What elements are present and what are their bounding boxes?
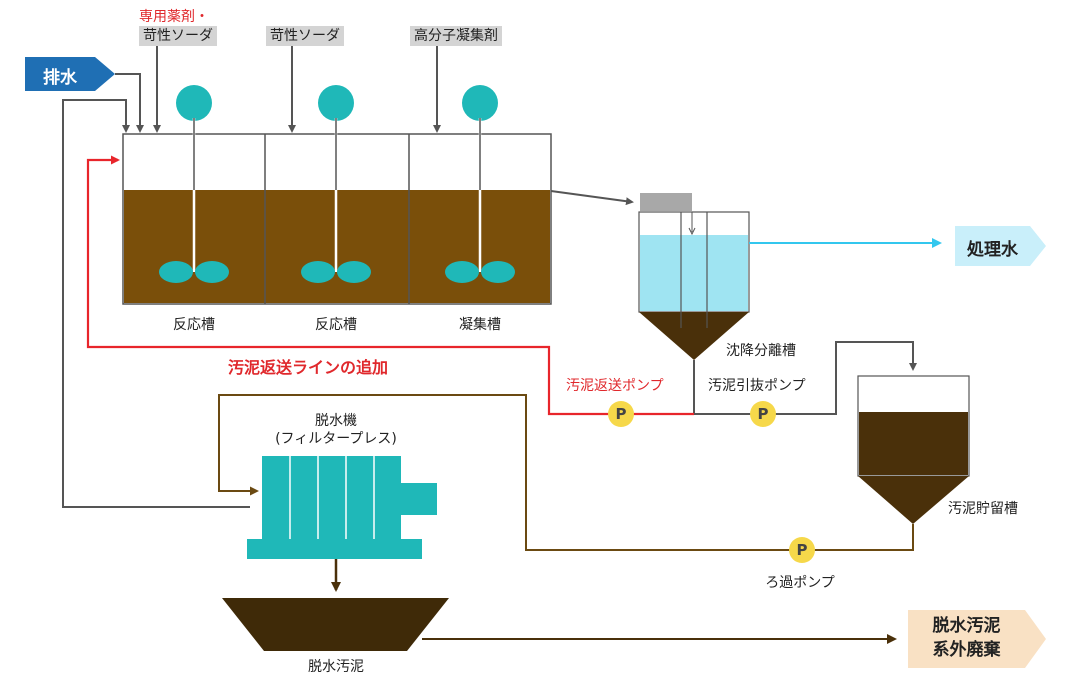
treated-water-label: 処理水 [967,240,1018,260]
wastewater-label: 排水 [43,68,77,88]
disposal-line1: 脱水汚泥 [932,616,1001,636]
dewatering-machine-label: 脱水機 (フィルタープレス) [275,412,397,448]
wastewater-inflow-tag [25,57,115,91]
coagulation-to-settler-line [550,190,634,206]
reaction-tank-1-label: 反応槽 [173,317,215,333]
pump-symbol-return: P [615,405,627,423]
sludge-extraction-pump-label: 汚泥引抜ポンプ [708,378,806,394]
pump-symbol-extraction: P [757,405,769,423]
sludge-return-pump-label: 汚泥返送ポンプ [566,378,664,394]
filtration-line [218,394,914,551]
sedimentation-tank [638,193,750,360]
sludge-return-line [86,155,694,416]
dewatered-sludge-hopper [222,598,449,651]
filter-press [247,456,437,559]
agitator-3 [445,85,515,283]
special-chemical-label: 専用薬剤・ 苛性ソーダ [139,8,217,46]
sludge-return-pump [608,401,634,427]
sludge-extraction-pump [750,401,776,427]
reaction-tank-2-label: 反応槽 [315,317,357,333]
sludge-storage-tank [857,375,970,524]
coagulation-tank-label: 凝集槽 [459,317,501,333]
treated-water-tag [955,226,1046,266]
agitator-1 [159,85,229,283]
pump-symbol-filtration: P [796,541,808,559]
caustic-soda-label: 苛性ソーダ [266,26,344,46]
polymer-coagulant-label: 高分子凝集剤 [410,26,502,46]
filtration-pump [789,537,815,563]
sedimentation-tank-label: 沈降分離槽 [726,343,796,359]
disposal-tag [908,610,1046,668]
special-chemical-line2: 苛性ソーダ [139,26,217,46]
dewatering-machine-line1: 脱水機 [315,413,357,429]
agitator-2 [301,85,371,283]
filtration-pump-label: ろ過ポンプ [765,575,835,591]
special-chemical-line1: 専用薬剤・ [139,9,209,25]
disposal-label: 脱水汚泥 系外廃棄 [908,614,1025,662]
sludge-return-line-annotation: 汚泥返送ラインの追加 [228,358,389,377]
sludge-storage-tank-label: 汚泥貯留槽 [948,501,1018,517]
sludge-extraction-line [694,341,917,415]
disposal-line2: 系外廃棄 [932,640,1001,660]
dewatered-sludge-label: 脱水汚泥 [308,659,364,675]
dewatering-machine-line2: (フィルタープレス) [275,431,397,447]
filtrate-return-line [62,99,250,508]
wastewater-pipe [115,73,144,133]
